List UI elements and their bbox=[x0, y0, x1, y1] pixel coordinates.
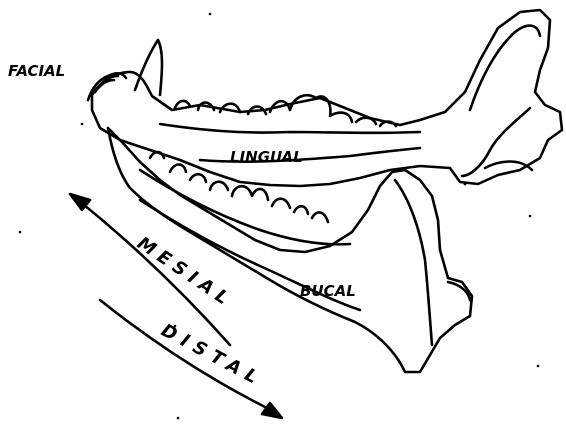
ramus-inner-line bbox=[395, 180, 432, 345]
mesial-label: MESIAL bbox=[133, 233, 237, 313]
angular-process bbox=[448, 282, 470, 300]
distal-label: DISTAL bbox=[158, 320, 268, 392]
bucal-label: BUCAL bbox=[300, 282, 356, 300]
condyle-detail bbox=[485, 162, 532, 171]
facial-label: FACIAL bbox=[8, 62, 65, 80]
incisors bbox=[88, 73, 126, 100]
lingual-label: LINGUAL bbox=[230, 148, 303, 166]
coronoid-notch bbox=[462, 108, 530, 176]
coronoid-inner-line bbox=[470, 26, 540, 110]
mesial-arrow-line bbox=[78, 200, 230, 345]
lingual-teeth bbox=[175, 95, 396, 126]
distal-arrow-line bbox=[100, 300, 275, 412]
distal-arrowhead bbox=[262, 403, 282, 418]
